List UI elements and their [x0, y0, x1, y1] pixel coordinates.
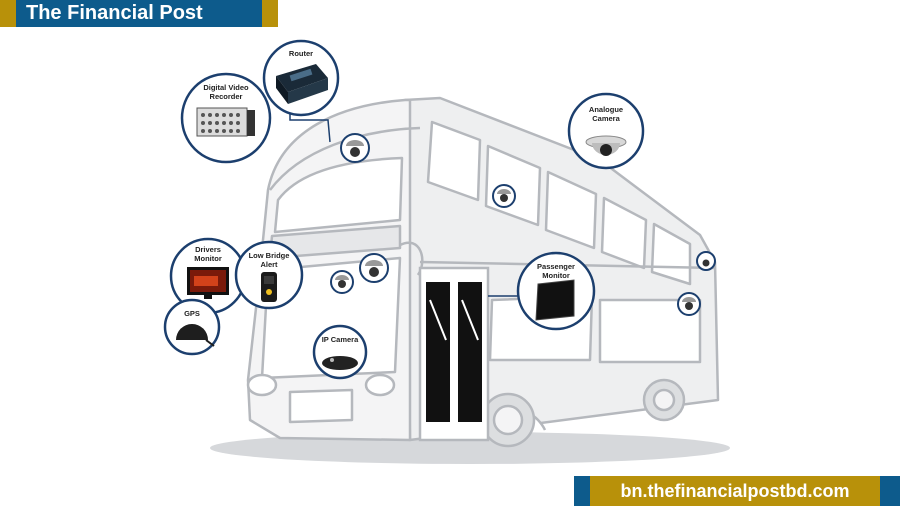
bus-mounted-cameras: [330, 133, 716, 316]
url-banner: bn.thefinancialpostbd.com: [574, 476, 900, 506]
dome-camera-icon: [696, 251, 716, 271]
passenger-monitor-label-line2: Monitor: [542, 271, 570, 280]
brand-title: The Financial Post: [16, 0, 262, 27]
callout-router: Router: [262, 39, 340, 117]
bus-door: [418, 266, 490, 442]
dvr-device-icon: [196, 107, 255, 137]
callout-low-bridge-alert: Low Bridge Alert: [234, 240, 304, 310]
dvr-label-line1: Digital Video: [203, 83, 249, 92]
dome-camera-icon: [359, 253, 389, 283]
connector-lines: [289, 110, 518, 297]
drivers-monitor-label-line1: Drivers: [195, 245, 221, 254]
dome-camera-icon: [492, 184, 516, 208]
gps-antenna-icon: [176, 324, 215, 347]
analogue-camera-icon: [585, 135, 627, 156]
dvr-connector-line: [289, 110, 331, 143]
low-bridge-alert-label-line1: Low Bridge: [249, 251, 290, 260]
router-label: Router: [289, 49, 313, 58]
analogue-camera-label-line2: Camera: [592, 114, 620, 123]
callout-drivers-monitor: Drivers Monitor: [169, 237, 247, 315]
drivers-monitor-icon: [187, 267, 229, 299]
callout-analogue-camera: Analogue Camera: [567, 92, 645, 170]
dome-camera-icon: [340, 133, 370, 163]
analogue-camera-label-line1: Analogue: [589, 105, 623, 114]
callout-passenger-monitor: Passenger Monitor: [516, 251, 596, 331]
ip-camera-icon: [322, 356, 358, 370]
gps-label: GPS: [184, 309, 200, 318]
drivers-monitor-label-line2: Monitor: [194, 254, 222, 263]
callout-ip-camera: IP Camera: [312, 324, 368, 380]
callout-gps: GPS: [163, 298, 221, 356]
low-bridge-alert-label-line2: Alert: [260, 260, 278, 269]
passenger-monitor-icon: [535, 279, 575, 321]
brand-banner: The Financial Post: [0, 0, 278, 27]
low-bridge-alert-device-icon: [261, 272, 277, 302]
router-device-icon: [276, 64, 328, 104]
callout-digital-video-recorder: Digital Video Recorder: [180, 72, 272, 164]
dome-camera-icon: [677, 292, 701, 316]
passenger-monitor-label-line1: Passenger: [537, 262, 575, 271]
ip-camera-label: IP Camera: [322, 335, 359, 344]
dome-camera-icon: [330, 270, 354, 294]
site-url: bn.thefinancialpostbd.com: [590, 476, 880, 506]
dvr-label-line2: Recorder: [210, 92, 243, 101]
